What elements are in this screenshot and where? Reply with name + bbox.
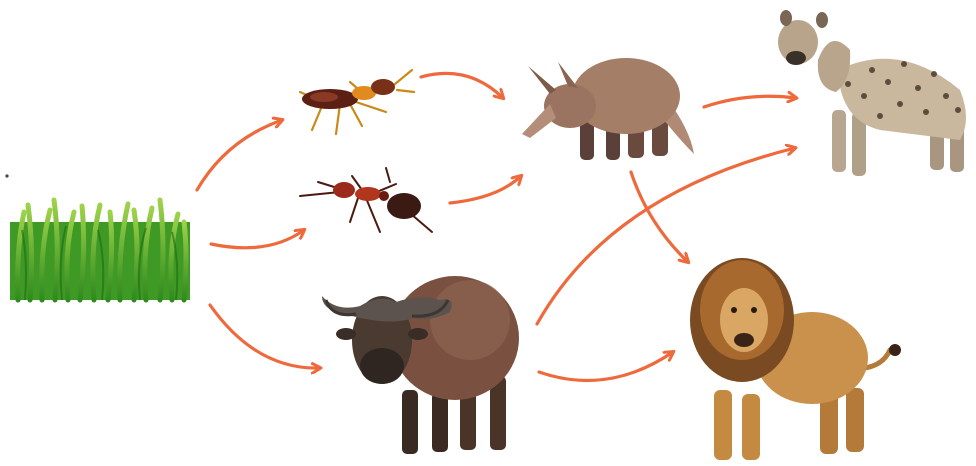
arrow-aardvark-to-lion — [631, 172, 688, 262]
grass-icon — [10, 200, 190, 300]
arrow-grass-to-termite — [197, 120, 282, 190]
stray-dot — [5, 174, 8, 177]
arrow-ant-to-aardvark — [450, 176, 521, 203]
arrow-aardvark-to-hyena — [704, 96, 796, 107]
arrow-termite-to-aardvark — [421, 73, 503, 98]
buffalo-icon — [322, 276, 519, 454]
aardvark-icon — [522, 58, 694, 160]
arrow-grass-to-ant — [211, 230, 304, 248]
hyena-icon — [778, 10, 966, 176]
arrow-grass-to-buffalo — [210, 305, 320, 368]
lion-icon — [690, 258, 901, 460]
arrow-buffalo-to-lion — [539, 352, 673, 380]
ant-icon — [300, 168, 432, 232]
termite-icon — [300, 70, 414, 134]
